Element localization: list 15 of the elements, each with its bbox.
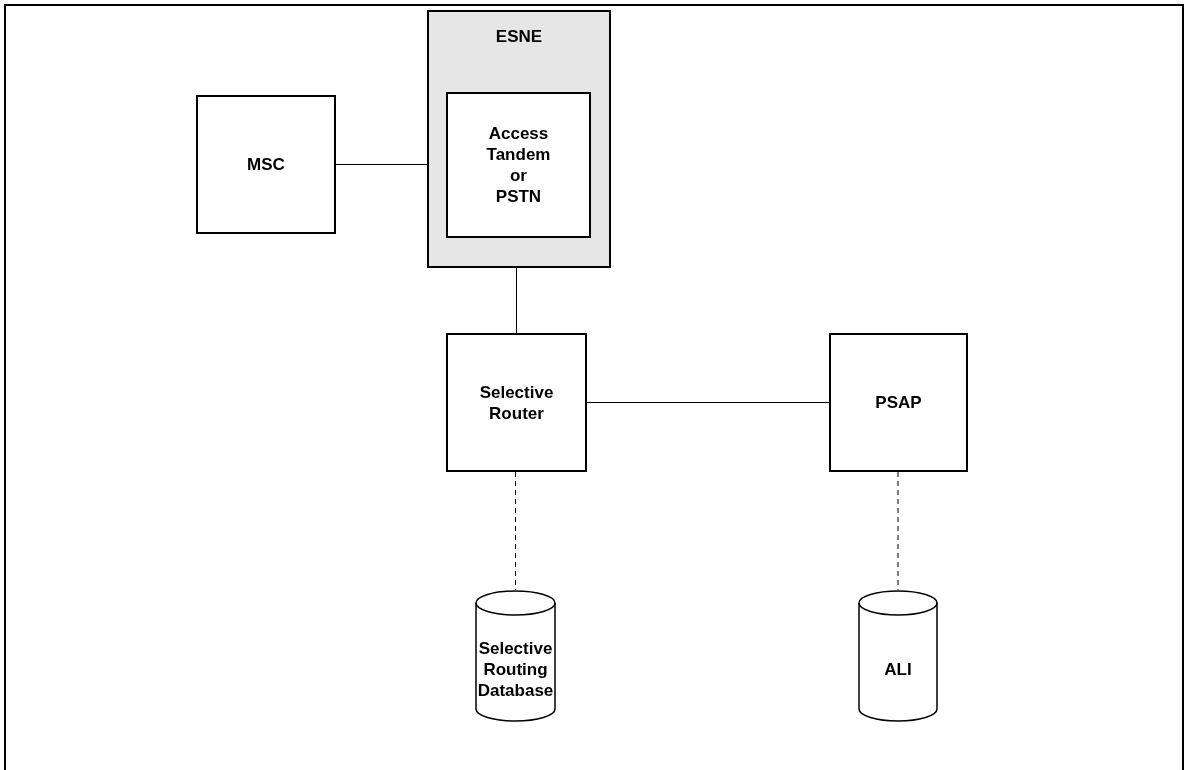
process-box bbox=[446, 333, 587, 472]
connector-line bbox=[586, 402, 830, 403]
dashed-connector bbox=[897, 471, 899, 591]
process-box bbox=[446, 92, 591, 238]
group-box bbox=[427, 10, 611, 268]
node-label: Selective Router bbox=[479, 381, 554, 424]
node-label: Selective Routing Database bbox=[477, 637, 554, 701]
process-box bbox=[829, 333, 968, 472]
node-label: PSAP bbox=[875, 392, 922, 413]
group-title: ESNE bbox=[495, 26, 543, 47]
node-label: ALI bbox=[884, 658, 912, 680]
node-label: Access Tandem or PSTN bbox=[486, 123, 551, 207]
node-label: MSC bbox=[247, 154, 285, 175]
process-box bbox=[196, 95, 336, 234]
dashed-connector bbox=[515, 471, 516, 591]
